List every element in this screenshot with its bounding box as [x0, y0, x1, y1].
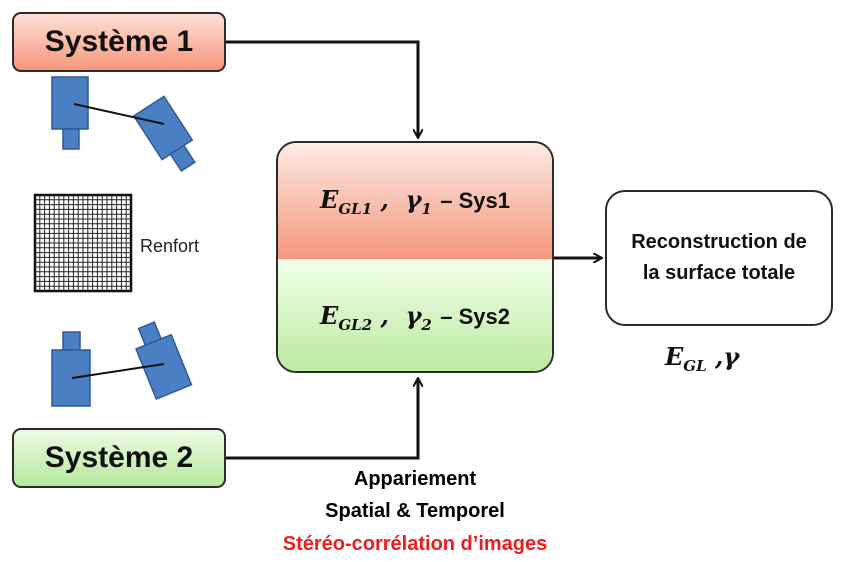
- stereo-baseline: [73, 103, 165, 125]
- system-2-box: Système 2: [12, 428, 226, 488]
- caption-line-1: Appariement: [353, 468, 477, 490]
- reinforcement-label: Renfort: [140, 236, 200, 256]
- processing-block: EGL1 , γ1 – Sys1 EGL2 , γ2 – Sys2: [276, 141, 554, 373]
- caption-line-3: Stéréo-corrélation d’images: [282, 532, 548, 555]
- caption: Appariement Spatial & Temporel Stéréo-co…: [225, 463, 605, 560]
- result-equation: EGL ,γ: [665, 342, 740, 375]
- camera-icon: [135, 321, 193, 400]
- system-2-result: EGL2 , γ2 – Sys2: [278, 259, 552, 371]
- camera-icon: [51, 331, 91, 407]
- caption-line-2: Spatial & Temporel: [325, 500, 505, 523]
- reconstruction-line-2: la surface totale: [642, 262, 796, 284]
- system-1-label: Système 1: [44, 25, 194, 58]
- arrow-sys2-to-center: [226, 379, 418, 460]
- equation-sys1: EGL1 , γ1 – Sys1: [320, 184, 510, 218]
- reconstruction-line-1: Reconstruction de: [631, 231, 807, 253]
- system-1-box: Système 1: [12, 12, 226, 72]
- speckle-grid-icon: [33, 193, 133, 293]
- stereo-baseline: [71, 363, 165, 379]
- system-1-result: EGL1 , γ1 – Sys1: [278, 143, 552, 259]
- camera-icon: [51, 76, 89, 150]
- reconstruction-box: Reconstruction de la surface totale: [605, 190, 833, 326]
- camera-icon: [132, 95, 196, 172]
- arrow-sys1-to-center: [226, 40, 418, 137]
- system-2-label: Système 2: [44, 441, 194, 474]
- equation-sys2: EGL2 , γ2 – Sys2: [320, 300, 510, 334]
